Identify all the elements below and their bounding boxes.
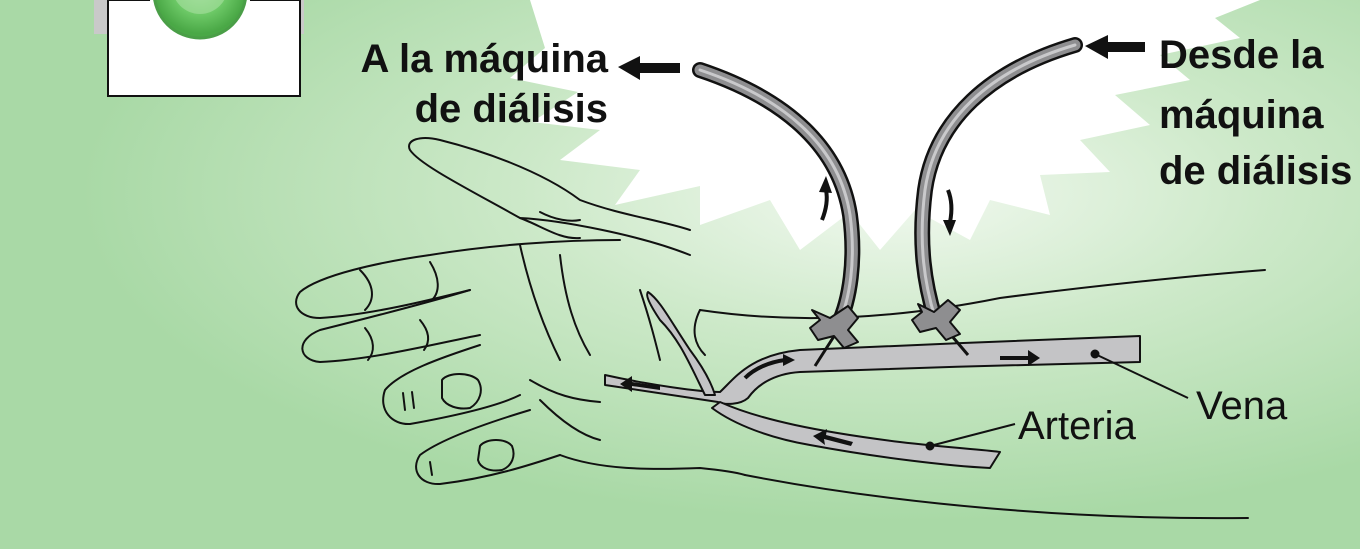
label-from-machine-line1: Desde la bbox=[1159, 32, 1324, 78]
label-from-machine-line2: máquina bbox=[1159, 92, 1323, 138]
label-to-machine-line2: de diálisis bbox=[415, 86, 608, 132]
label-from-machine-line3: de diálisis bbox=[1159, 148, 1352, 194]
label-artery: Arteria bbox=[1018, 403, 1136, 449]
label-to-machine-line1: A la máquina bbox=[361, 36, 608, 82]
indicator-light-icon bbox=[94, 0, 304, 96]
label-vein: Vena bbox=[1196, 383, 1287, 429]
